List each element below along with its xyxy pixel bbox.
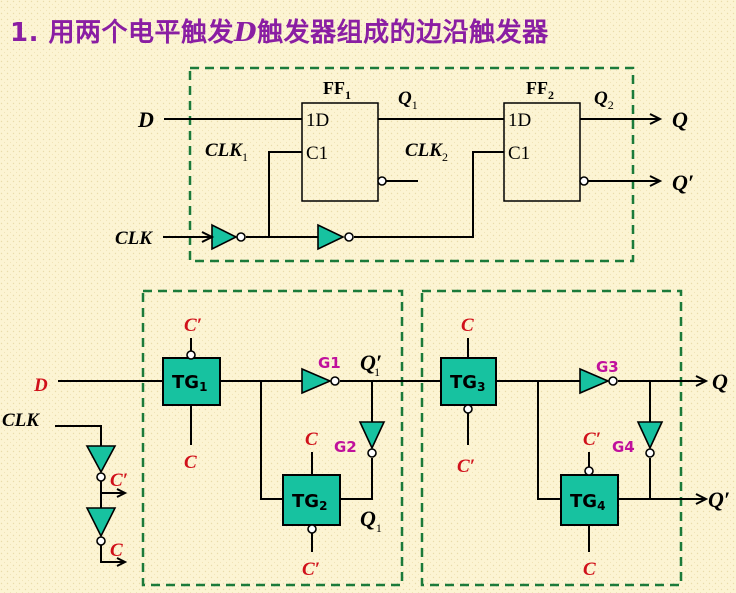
clk-chain-inverter-2-bubble <box>96 536 106 546</box>
clk-inverter-2-bubble <box>344 232 354 242</box>
g4-output-wire <box>618 458 651 500</box>
top-clk-input-label: CLK <box>115 228 153 249</box>
ff1-inverted-output-bubble <box>377 176 387 186</box>
c-out-arrow <box>116 557 128 567</box>
bottom-circuit: TG1 TG2 TG3 TG4 G1 G2 G3 G4 D CLK C′ C <box>2 289 730 587</box>
top-dashed-border <box>188 66 635 263</box>
bottom-left-dashed-border <box>141 289 404 587</box>
bottom-q-arrow <box>695 375 709 387</box>
tg4-box <box>560 474 619 526</box>
top-circuit: FF1 1D C1 FF2 1D C1 D CLK1 CLK2 Q1 <box>115 66 694 263</box>
ff2-inverted-output-bubble <box>579 176 589 186</box>
tg2-label: TG2 <box>292 491 327 513</box>
ff2-name: FF2 <box>526 78 554 102</box>
tg4-loop-wire <box>537 381 561 500</box>
tg3-control-bubble <box>463 404 473 414</box>
tg3-label: TG3 <box>450 372 485 394</box>
chain-c-label: C <box>110 540 123 561</box>
clk1-label: CLK1 <box>205 140 248 164</box>
clk2-to-ff2 <box>354 151 504 238</box>
top-q-output-label: Q <box>672 107 688 132</box>
tg3-bottom-label: C′ <box>457 456 475 477</box>
q1bar-label: Q′1 <box>360 350 382 379</box>
g1-bubble <box>330 376 340 386</box>
tg1-top-label: C′ <box>184 315 202 336</box>
g1-label: G1 <box>318 354 341 372</box>
g4-label: G4 <box>612 438 635 456</box>
bottom-qbar-output-label: Q′ <box>708 487 730 512</box>
tg2-box <box>282 474 341 526</box>
title-number: 1. <box>10 18 39 48</box>
tg1-label: TG1 <box>172 372 207 394</box>
ff2-pin-c: C1 <box>508 143 530 164</box>
q1-label: Q1 <box>360 506 382 535</box>
cbar-out-arrow <box>116 488 128 498</box>
ff1-pin-c: C1 <box>306 143 328 164</box>
g2-bubble <box>367 448 377 458</box>
ff1-name: FF1 <box>323 78 351 102</box>
tg4-label: TG4 <box>570 491 605 513</box>
tg1-bottom-label: C <box>184 452 197 473</box>
top-d-label: D <box>137 107 154 132</box>
clk-arrow <box>201 231 215 243</box>
tg2-bottom-label: C′ <box>302 559 320 580</box>
tg2-control-bubble <box>307 524 317 534</box>
title-italic: D <box>234 18 258 48</box>
page-title: 1. 用两个电平触发D触发器组成的边沿触发器 <box>10 12 549 49</box>
g4-bubble <box>645 448 655 458</box>
g2-label: G2 <box>334 438 357 456</box>
g3-label: G3 <box>596 358 619 376</box>
q-arrow <box>649 113 663 125</box>
clk1-to-ff1 <box>268 151 302 237</box>
tg2-top-label: C <box>305 429 318 450</box>
title-part1: 用两个电平触发 <box>48 18 235 48</box>
clk-chain-inverter-2 <box>85 507 117 538</box>
qbar-arrow <box>649 175 663 187</box>
g3-bubble <box>608 376 618 386</box>
tg4-bottom-label: C <box>583 559 596 580</box>
g2-output-wire <box>340 458 373 500</box>
g3-inverter <box>579 367 611 395</box>
ff2-pin-d: 1D <box>508 110 531 131</box>
tg2-loop-wire <box>260 381 283 500</box>
q2-label: Q2 <box>594 88 614 112</box>
tg4-control-bubble <box>584 466 594 476</box>
clk-chain-wire <box>55 425 102 446</box>
clk2-label: CLK2 <box>405 140 448 164</box>
tg3-top-label: C <box>461 315 474 336</box>
title-part2: 触发器组成的边沿触发器 <box>257 18 549 48</box>
ff1-pin-d: 1D <box>306 110 329 131</box>
top-qbar-output-label: Q′ <box>672 170 694 195</box>
bottom-clk-label: CLK <box>2 410 40 431</box>
g1-inverter <box>301 367 333 395</box>
bottom-right-dashed-border <box>420 289 683 587</box>
bottom-d-label: D <box>33 375 48 396</box>
clk-chain-inverter-1 <box>85 445 117 474</box>
bottom-qbar-arrow <box>695 493 709 505</box>
g4-inverter <box>636 421 664 450</box>
tg4-top-label: C′ <box>583 429 601 450</box>
clk-chain-inverter-1-bubble <box>96 472 106 482</box>
tg1-control-bubble <box>186 350 196 360</box>
g2-inverter <box>358 421 386 450</box>
q1-label: Q1 <box>398 88 418 112</box>
clk-inverter-1 <box>211 223 238 251</box>
tg3-box <box>440 357 497 406</box>
bottom-q-output-label: Q <box>712 369 728 394</box>
chain-cbar-label: C′ <box>110 470 128 491</box>
clk-inverter-2 <box>317 223 345 251</box>
clk-inverter-1-bubble <box>236 232 246 242</box>
